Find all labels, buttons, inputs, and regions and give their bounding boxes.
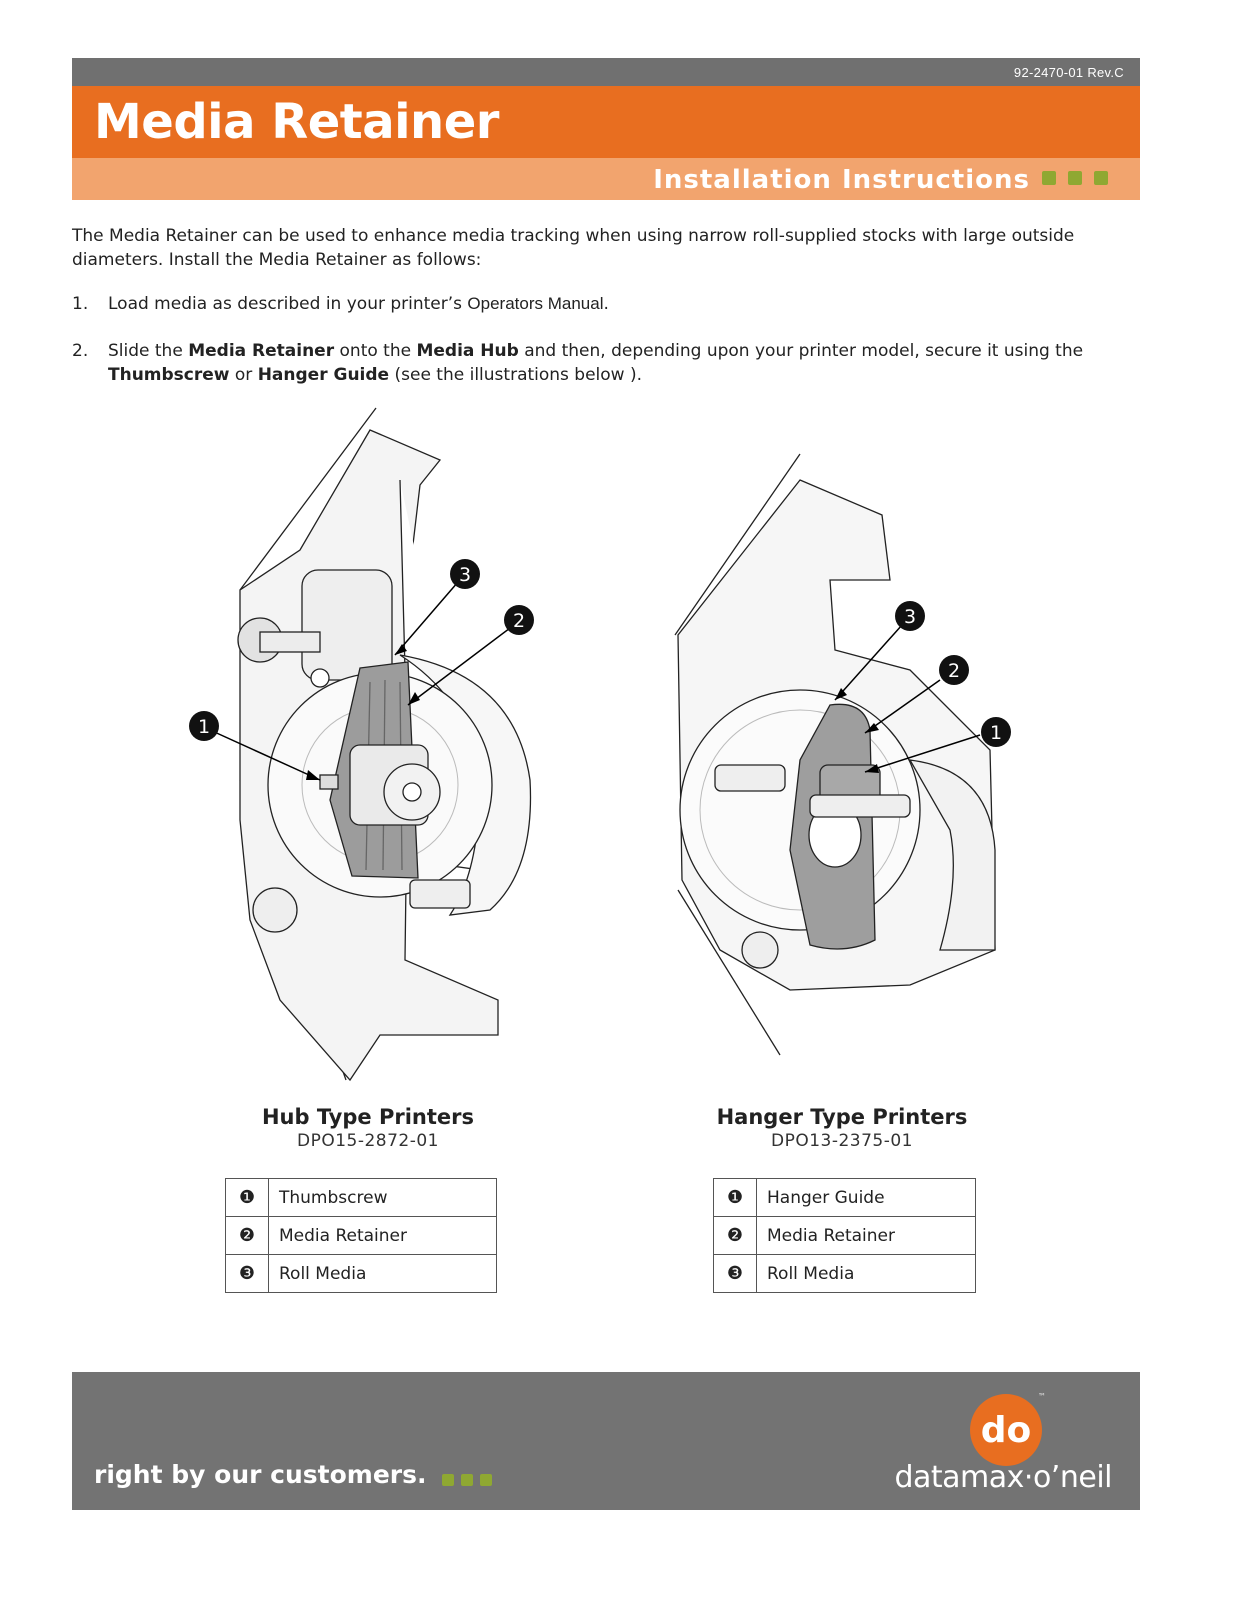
term-media-hub: Media Hub: [416, 341, 519, 361]
legend-number: ❶: [225, 1178, 269, 1217]
step-number: 2.: [72, 341, 89, 361]
callout-2: 2: [948, 660, 960, 682]
legend-number: ❶: [713, 1178, 757, 1217]
legend-label: Roll Media: [756, 1254, 976, 1293]
tagline: right by our customers.: [94, 1460, 427, 1489]
page-title: Media Retainer: [94, 94, 499, 150]
brand-name: datamax·o’neil: [894, 1460, 1112, 1495]
legend-label: Media Retainer: [268, 1216, 497, 1255]
legend-label: Media Retainer: [756, 1216, 976, 1255]
legend-number: ❷: [713, 1216, 757, 1255]
step-text: Slide the Media Retainer onto the Media …: [108, 339, 1128, 387]
term-thumbscrew: Thumbscrew: [108, 365, 230, 385]
callout-1: 1: [198, 716, 210, 738]
hanger-printer-illustration: 1 2 3: [674, 453, 1011, 1056]
step-text-part: and then, depending upon your printer mo…: [518, 341, 1084, 361]
legend-number: ❸: [225, 1254, 269, 1293]
intro-paragraph: The Media Retainer can be used to enhanc…: [72, 226, 1075, 270]
legend-number: ❷: [225, 1216, 269, 1255]
logo-text: do: [981, 1410, 1032, 1451]
green-square-icon: [461, 1474, 473, 1486]
trademark-mark: ™: [1038, 1392, 1046, 1401]
hanger-caption-title: Hanger Type Printers: [716, 1105, 968, 1129]
green-square-icon: [1094, 171, 1108, 185]
green-square-icon: [442, 1474, 454, 1486]
step-text-part: or: [229, 365, 258, 385]
step-text-part: onto the: [334, 341, 417, 361]
term-media-retainer: Media Retainer: [188, 341, 335, 361]
step-text-part: .: [603, 294, 609, 314]
step-text-part: Load media as described in your printer’…: [108, 294, 468, 314]
datamax-logo-icon: do: [970, 1394, 1042, 1466]
callout-2: 2: [513, 610, 525, 632]
term-hanger-guide: Hanger Guide: [257, 365, 390, 385]
legend-label: Hanger Guide: [756, 1178, 976, 1217]
manual-name: Operators Manual: [467, 294, 604, 313]
hub-caption: Hub Type Printers DPO15-2872-01: [168, 1105, 568, 1151]
subtitle-band: Installation Instructions: [72, 158, 1140, 200]
step-text-part: (see the illustrations below ).: [389, 365, 643, 385]
callout-3: 3: [459, 564, 471, 586]
hanger-caption-code: DPO13-2375-01: [770, 1131, 914, 1151]
doc-number: 92-2470-01 Rev.C: [1013, 65, 1124, 80]
legend-number: ❸: [713, 1254, 757, 1293]
title-band: Media Retainer: [72, 86, 1140, 158]
page-subtitle: Installation Instructions: [653, 165, 1030, 195]
green-square-icon: [1068, 171, 1082, 185]
step-text: Load media as described in your printer’…: [108, 292, 1128, 316]
hub-caption-code: DPO15-2872-01: [296, 1131, 440, 1151]
step-text-part: Slide the: [108, 341, 189, 361]
footer-band: right by our customers. do ™ datamax·o’n…: [72, 1372, 1140, 1510]
doc-number-bar: 92-2470-01 Rev.C: [72, 58, 1140, 86]
callout-3: 3: [904, 606, 916, 628]
legend-label: Roll Media: [268, 1254, 497, 1293]
green-square-icon: [480, 1474, 492, 1486]
step-number: 1.: [72, 294, 89, 314]
green-square-icon: [1042, 171, 1056, 185]
hub-printer-illustration: 1 2 3: [189, 407, 534, 1082]
hub-caption-title: Hub Type Printers: [261, 1105, 474, 1129]
hanger-caption: Hanger Type Printers DPO13-2375-01: [642, 1105, 1042, 1151]
callout-1: 1: [990, 722, 1002, 744]
legend-label: Thumbscrew: [268, 1178, 497, 1217]
